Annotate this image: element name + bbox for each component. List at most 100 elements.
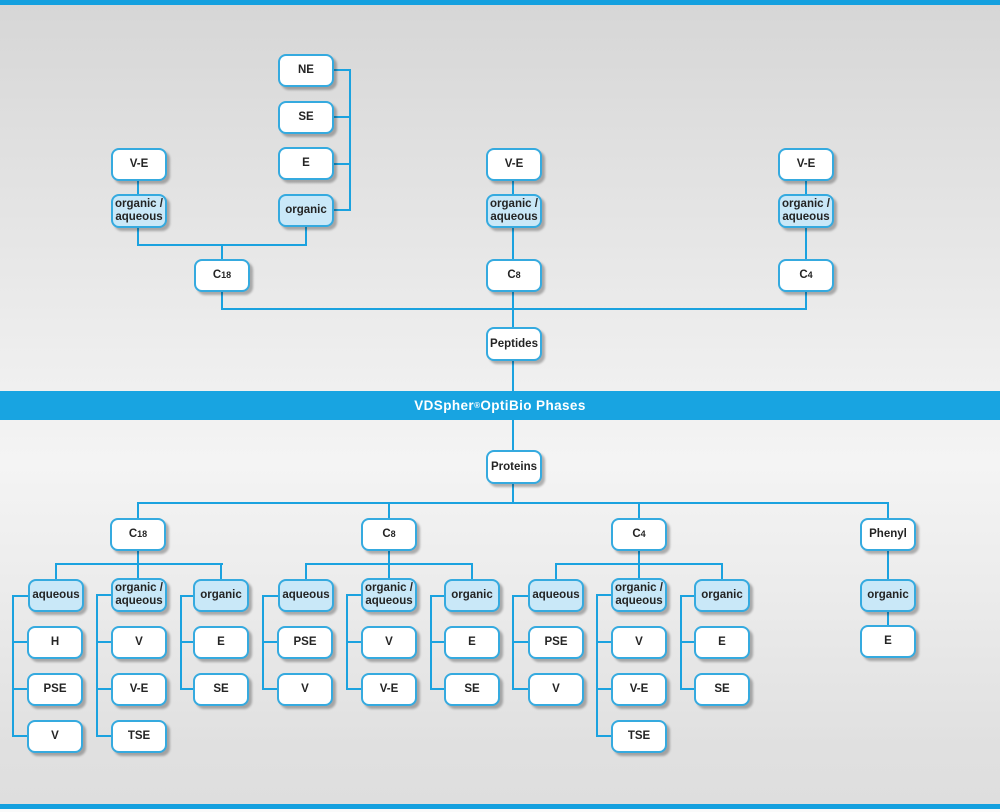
node-label: aqueous [32,589,80,602]
node-prot-c8-organic-aqueous: organic /aqueous [361,578,417,612]
connector-line [388,565,390,578]
connector-line [12,688,28,690]
node-label: PSE [544,636,568,649]
node-prot-c18-oa-tse: TSE [111,720,167,753]
connector-line [334,163,351,165]
node-pep-c8: C8 [486,259,542,292]
node-label: organic / [115,198,163,211]
connector-line [512,595,529,597]
connector-line [596,688,612,690]
node-label: organic [200,589,242,602]
node-label: aqueous [115,595,163,607]
node-prot-phenyl: Phenyl [860,518,916,551]
node-prot-c18-pse: PSE [27,673,83,706]
node-pep-c18: C18 [194,259,250,292]
node-label: organic / [615,582,663,595]
connector-line [430,688,445,690]
connector-line [12,595,14,737]
node-label: V-E [379,683,399,696]
connector-line [430,595,445,597]
node-label: organic / [782,198,830,211]
node-label: organic [867,589,909,602]
node-prot-c4-organic-aqueous: organic /aqueous [611,578,667,612]
node-prot-c4-v: V [528,673,584,706]
connector-line [680,641,695,643]
node-prot-c18-organic-aqueous: organic /aqueous [111,578,167,612]
node-label: aqueous [782,211,830,223]
node-label: PSE [293,636,317,649]
top-accent-bar [0,0,1000,5]
connector-line [721,565,723,579]
connector-line [96,688,112,690]
node-label: V [51,730,59,743]
node-prot-c18-oa-ve: V-E [111,673,167,706]
connector-line [512,484,514,503]
node-prot-phenyl-organic: organic [860,579,916,612]
node-label: organic [701,589,743,602]
connector-line [512,181,514,194]
node-label: organic [285,204,327,217]
banner-vdspher-optibio-phases: VDSpher® OptiBio Phases [0,391,1000,420]
connector-line [12,641,28,643]
node-prot-c4-oa-ve: V-E [611,673,667,706]
node-prot-c8-org-e: E [444,626,500,659]
connector-line [334,116,351,118]
node-label: organic / [490,198,538,211]
node-prot-c8-pse: PSE [277,626,333,659]
connector-line [596,641,612,643]
connector-line [305,227,307,246]
node-label: C18 [128,528,148,541]
connector-line [137,502,889,504]
connector-line [512,420,514,450]
connector-line [388,551,390,564]
node-prot-c8: C8 [361,518,417,551]
node-pep-c18-organic-aqueous: organic /aqueous [111,194,167,228]
node-label: V [552,683,560,696]
node-label: V-E [629,683,649,696]
node-label: V-E [504,158,524,171]
node-prot-c4-aqueous: aqueous [528,579,584,612]
node-prot-c4-oa-v: V [611,626,667,659]
node-label: C4 [632,528,646,541]
node-pep-c4-ve: V-E [778,148,834,181]
connector-line [96,594,98,737]
node-label: TSE [127,730,151,743]
connector-line [512,641,529,643]
node-label: C8 [507,269,521,282]
node-prot-c18-oa-v: V [111,626,167,659]
node-label: V-E [129,158,149,171]
node-label: aqueous [490,211,538,223]
node-prot-c8-aqueous: aqueous [278,579,334,612]
node-label: NE [298,64,314,77]
connector-line [221,292,223,309]
node-prot-c4-oa-tse: TSE [611,720,667,753]
node-label: organic / [115,582,163,595]
node-prot-c18-h: H [27,626,83,659]
node-label: E [302,157,310,170]
connector-line [596,594,612,596]
node-label: organic [451,589,493,602]
node-pep-c8-ve: V-E [486,148,542,181]
node-label: SE [298,111,314,124]
node-prot-c4-org-e: E [694,626,750,659]
connector-line [512,228,514,259]
node-pep-e: E [278,147,334,180]
node-prot-c18-v: V [27,720,83,753]
connector-line [471,565,473,579]
node-pep-c8-organic-aqueous: organic /aqueous [486,194,542,228]
connector-line [96,641,112,643]
connector-line [137,228,139,246]
node-prot-c18: C18 [110,518,166,551]
node-prot-c8-v: V [277,673,333,706]
connector-line [96,594,112,596]
node-label: V [135,636,143,649]
connector-line [512,361,514,392]
connector-line [96,735,112,737]
node-prot-c4-pse: PSE [528,626,584,659]
connector-line [805,228,807,259]
node-label: C4 [799,269,813,282]
connector-line [512,292,514,309]
connector-line [305,565,307,579]
connector-line [346,688,362,690]
node-pep-c4: C4 [778,259,834,292]
